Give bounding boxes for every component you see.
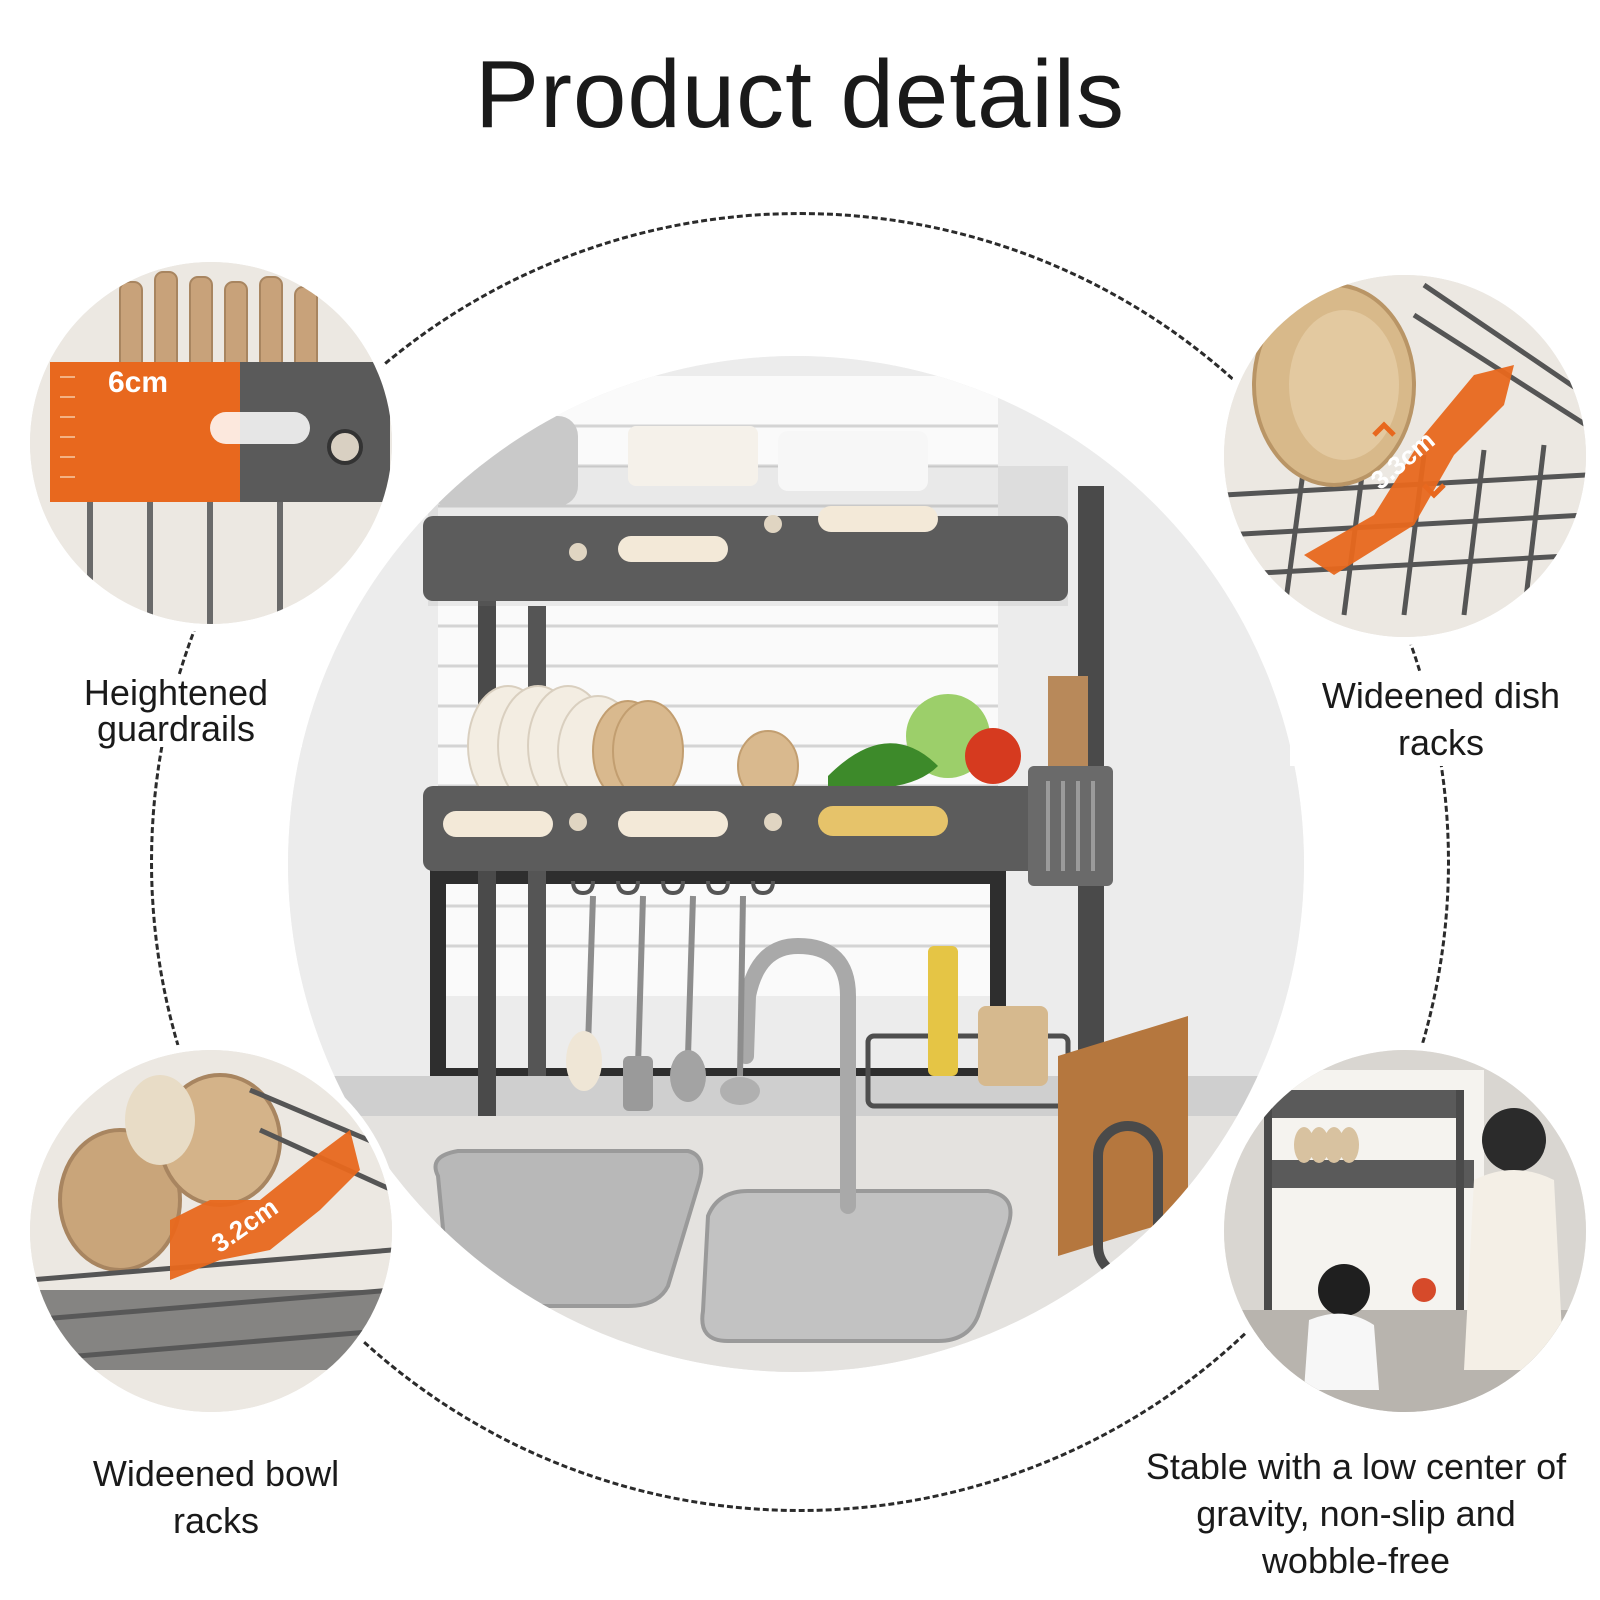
page-title: Product details [474,41,1125,148]
guardrails-measure: 6cm [108,366,169,399]
stability-label: Stable with a low center of gravity, non… [1110,1443,1600,1584]
bowl-racks-label: Wideened bowl racks [60,1450,372,1544]
stability-label-line2: gravity, non-slip and [1196,1493,1516,1534]
dashed-ring [150,212,1450,1512]
dish-racks-label: Wideened dish racks [1290,672,1592,766]
stability-label-line1: Stable with a low center of [1145,1446,1567,1487]
stability-lifestyle-image [1224,1050,1586,1412]
guardrails-label: Heightened guardrails [50,675,302,747]
dish-racks-label-line2: racks [1397,722,1484,763]
dish-racks-label-line1: Wideened dish [1321,675,1561,716]
bowl-racks-label-line1: Wideened bowl [92,1453,340,1494]
stability-label-line3: wobble-free [1261,1540,1451,1581]
bowl-racks-label-line2: racks [172,1500,259,1541]
guardrails-detail-image: 6cm [30,262,392,624]
guardrails-label-line1: Heightened [83,672,269,713]
guardrails-label-line2: guardrails [96,708,256,749]
bowl-racks-detail-image: 3.2cm [30,1050,392,1412]
dish-racks-detail-image: 3.3cm [1224,275,1586,637]
main-product-image [288,356,1304,1372]
